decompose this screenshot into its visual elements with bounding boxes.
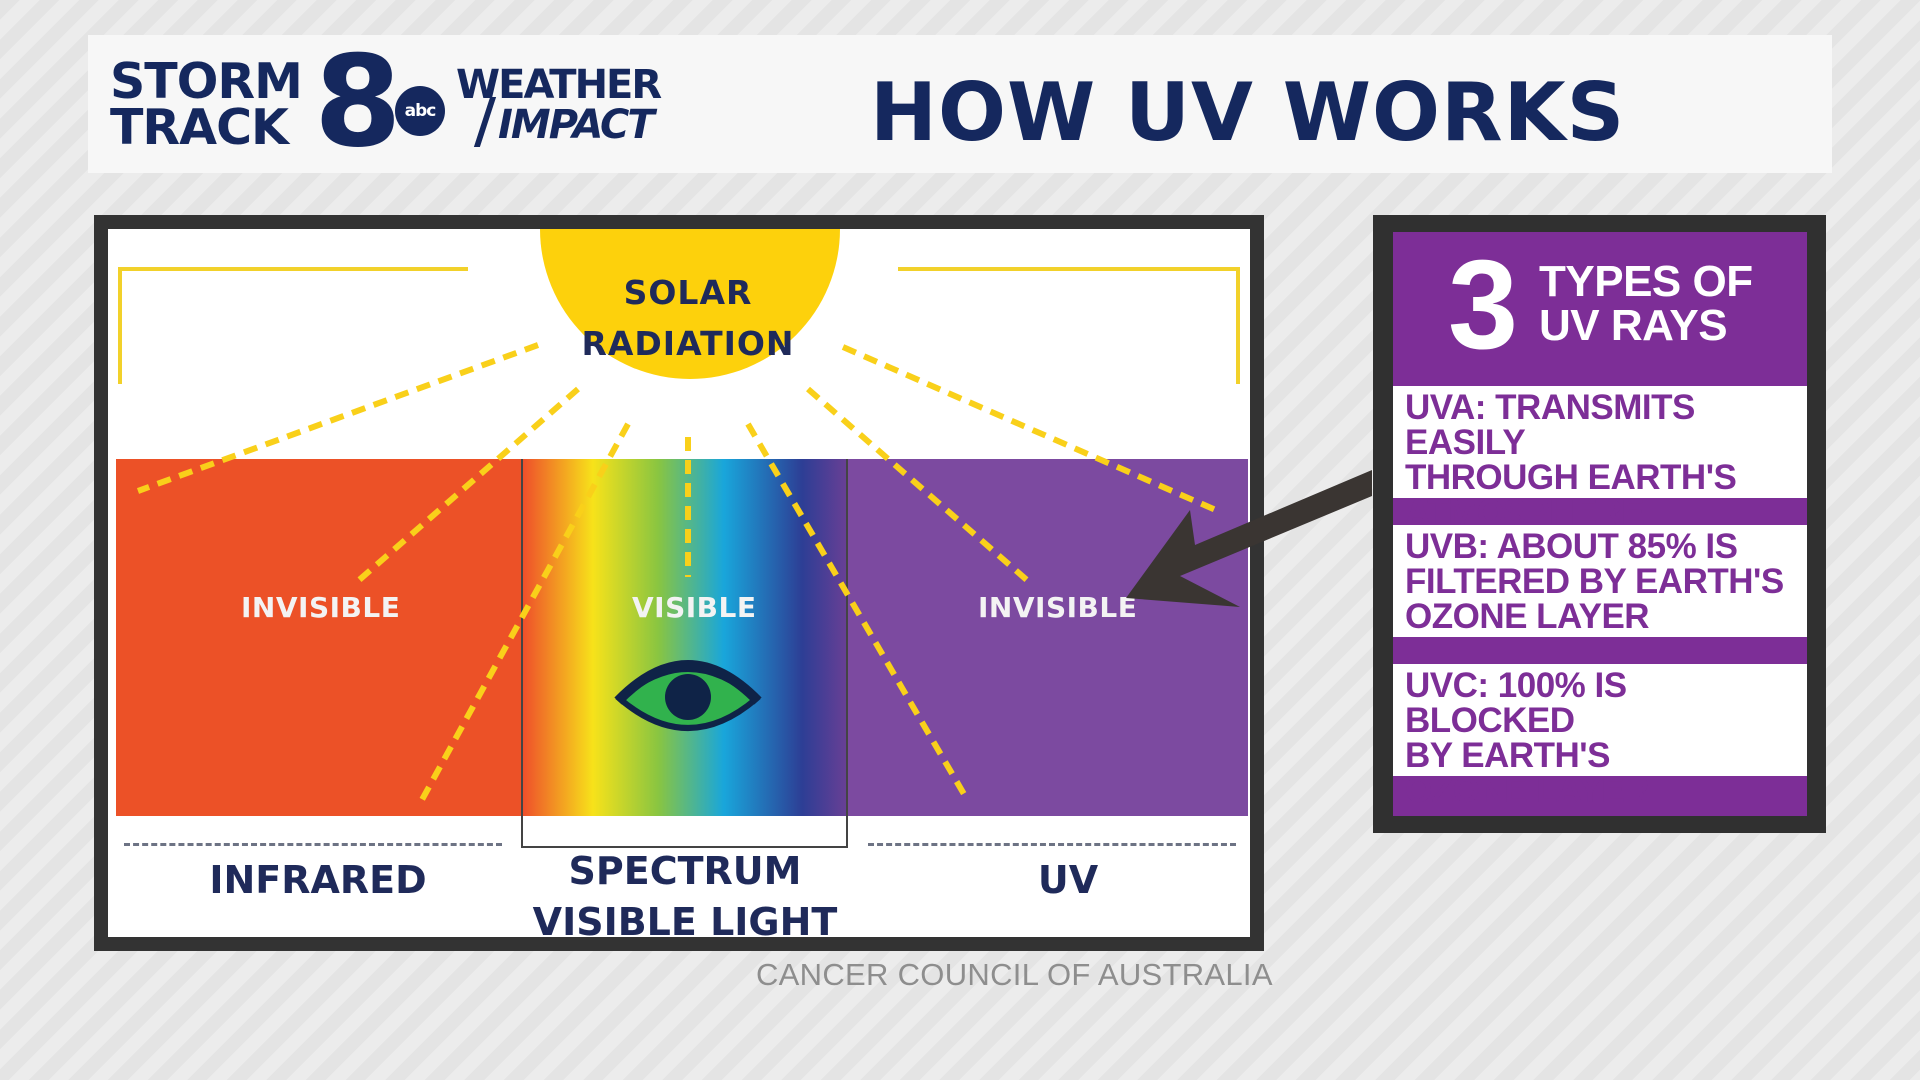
infrared-band: [116, 459, 521, 816]
source-credit: CANCER COUNCIL OF AUSTRALIA: [756, 957, 1273, 992]
visible-label-line2: VISIBLE LIGHT: [532, 900, 838, 937]
infrared-invisible-label: INVISIBLE: [241, 591, 401, 624]
solar-radiation-label: SOLAR RADIATION: [548, 267, 828, 369]
station-logo: STORM TRACK 8 abc WEATHER IMPACT: [110, 39, 710, 165]
uva-card: UVA: TRANSMITS EASILY THROUGH EARTH'S AT…: [1393, 386, 1807, 530]
visible-label: VISIBLE: [632, 591, 757, 624]
uv-types-count: 3: [1448, 234, 1519, 375]
uv-heading-line1: TYPES OF: [1539, 257, 1753, 306]
uv-invisible-label: INVISIBLE: [978, 591, 1138, 624]
header-banner: STORM TRACK 8 abc WEATHER IMPACT HOW UV …: [88, 35, 1832, 173]
solar-ray: [806, 386, 1030, 584]
solar-rays: [136, 342, 1220, 809]
left-bracket-line: [118, 267, 468, 384]
abc-network-icon: abc: [395, 86, 445, 136]
visible-light-label: SPECTRUM VISIBLE LIGHT: [508, 846, 862, 937]
uvb-line1: UVB: ABOUT 85% IS: [1405, 527, 1738, 566]
uv-heading-line2: UV RAYS: [1539, 301, 1728, 350]
visible-label-line1: SPECTRUM: [568, 849, 802, 893]
sun-icon: [540, 229, 840, 379]
solar-label-line1: SOLAR: [623, 273, 753, 312]
uvc-line3: OZONE LAYER: [1405, 771, 1650, 810]
page-title: HOW UV WORKS: [870, 66, 1626, 159]
uv-band: [848, 459, 1248, 816]
uva-line1: UVA: TRANSMITS EASILY: [1405, 388, 1695, 462]
solar-ray: [136, 342, 540, 494]
uv-spectrum-diagram: SOLAR RADIATION INVISIBLE VISIBLE INVISI…: [94, 215, 1264, 951]
uvb-line3: OZONE LAYER: [1405, 597, 1650, 636]
uva-line3: ATMOSPHERE: [1405, 493, 1645, 532]
infrared-divider-line: [124, 843, 502, 846]
solar-ray: [356, 386, 580, 584]
visible-spectrum-outline: [521, 459, 848, 848]
solar-ray: [745, 422, 971, 803]
uv-divider-line: [868, 843, 1236, 846]
uvc-line1: UVC: 100% IS BLOCKED: [1405, 666, 1627, 740]
uv-label: UV: [1037, 858, 1099, 902]
uvc-card: UVC: 100% IS BLOCKED BY EARTH'S OZONE LA…: [1393, 664, 1807, 808]
arrow-icon: [1126, 470, 1372, 607]
eye-icon: [614, 660, 762, 731]
uv-types-panel: 3 TYPES OF UV RAYS UVA: TRANSMITS EASILY…: [1373, 215, 1826, 833]
diagram-canvas: SOLAR RADIATION INVISIBLE VISIBLE INVISI…: [108, 229, 1250, 937]
uvc-line2: BY EARTH'S: [1405, 736, 1610, 775]
uv-types-panel-background: 3 TYPES OF UV RAYS UVA: TRANSMITS EASILY…: [1393, 232, 1807, 816]
solar-label-line2: RADIATION: [581, 324, 795, 364]
uv-types-heading: TYPES OF UV RAYS: [1539, 260, 1753, 348]
logo-storm-text: STORM: [110, 53, 303, 110]
logo-impact-text: IMPACT: [498, 102, 655, 148]
uva-line2: THROUGH EARTH'S: [1405, 458, 1737, 497]
logo-track-text: TRACK: [110, 99, 289, 156]
infrared-label: INFRARED: [209, 858, 427, 902]
visible-spectrum-band: [521, 459, 848, 816]
solar-rays-overlay: [118, 229, 1240, 809]
logo-channel-number: 8: [314, 28, 402, 175]
solar-ray: [415, 422, 631, 809]
uvb-line2: FILTERED BY EARTH'S: [1405, 562, 1784, 601]
uvb-card: UVB: ABOUT 85% IS FILTERED BY EARTH'S OZ…: [1393, 525, 1807, 637]
right-bracket-line: [898, 267, 1240, 384]
